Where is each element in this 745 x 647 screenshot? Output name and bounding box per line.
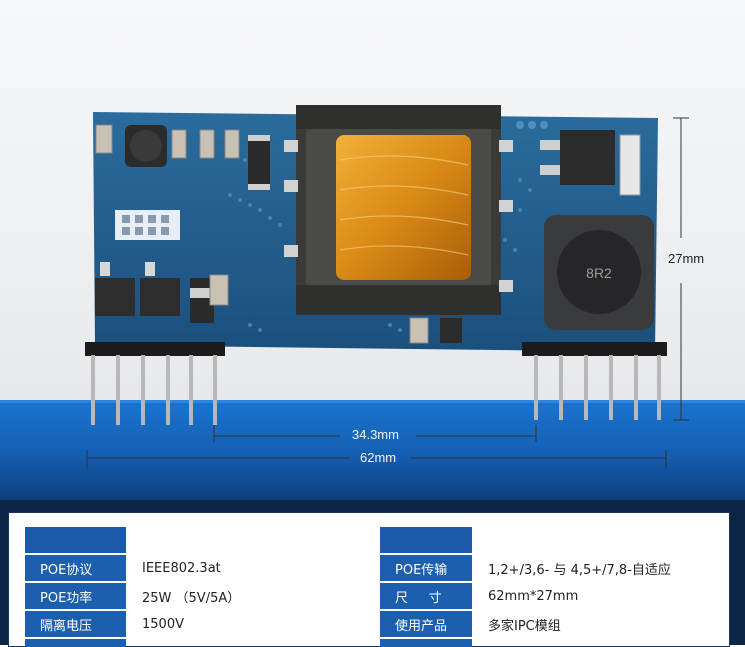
product-photo: 8R2 [0, 0, 745, 500]
blue-banner [0, 400, 745, 500]
spec-label-isolation-voltage: 隔离电压 [25, 611, 126, 637]
spec-value-size: 62mm*27mm [474, 583, 719, 609]
spec-value-isolation-voltage: 1500V [128, 611, 378, 637]
spec-header-cell-1 [25, 527, 126, 553]
width-dimension-label: 62mm [360, 450, 397, 465]
spec-value-poe-power: 25W （5V/5A） [128, 583, 378, 609]
spec-label-size: 尺 寸 [380, 583, 472, 609]
spec-label-poe-protocol: POE协议 [25, 555, 126, 581]
pin-span-dimension-label: 34.3mm [352, 427, 399, 442]
dimension-lines [86, 117, 689, 468]
height-dimension-label: 27mm [668, 251, 705, 266]
spec-header-cell-3 [380, 527, 472, 553]
inductor-marking: 8R2 [586, 265, 612, 281]
transformer-coil [336, 135, 471, 280]
spec-value-poe-transmission: 1,2+/3,6- 与 4,5+/7,8-自适应 [474, 555, 719, 581]
spec-header-cell-2 [128, 527, 378, 553]
spec-value-used-products: 多家IPC模组 [474, 611, 719, 637]
spec-label-used-products: 使用产品 [380, 611, 472, 637]
spec-table: POE协议 IEEE802.3at POE传输 1,2+/3,6- 与 4,5+… [8, 512, 730, 647]
spec-header-cell-4 [474, 527, 719, 553]
right-pin-header [522, 342, 667, 420]
spec-value-poe-protocol: IEEE802.3at [128, 555, 378, 581]
spec-label-row4-right [380, 639, 472, 647]
pcb-illustration: 8R2 [0, 0, 745, 500]
spec-label-row4 [25, 639, 126, 647]
spec-label-poe-transmission: POE传输 [380, 555, 472, 581]
left-pin-header [85, 342, 225, 425]
spec-label-poe-power: POE功率 [25, 583, 126, 609]
